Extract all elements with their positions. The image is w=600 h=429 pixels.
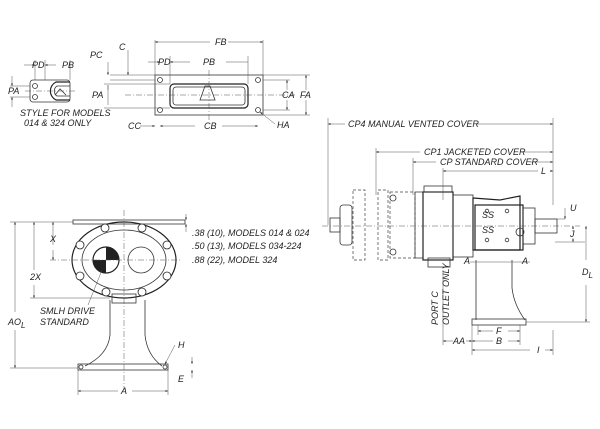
top-left-port-view: PD PB PA STYLE FOR MODELS 014 & 324 ONLY [8, 60, 111, 128]
h-label: H [178, 340, 185, 350]
ss-label-2: SS [482, 225, 494, 235]
cp4-label: CP4 MANUAL VENTED COVER [348, 119, 479, 129]
outlet-only-label: OUTLET ONLY [441, 262, 451, 325]
b-label: B [496, 336, 502, 346]
pb-label: PB [203, 57, 215, 67]
top-port-plate-view: C FB PC PD PB PA CA FA CC CB HA [90, 37, 311, 131]
style-note-line2: 014 & 324 ONLY [24, 118, 92, 128]
cb-label: CB [204, 121, 217, 131]
x-label: X [49, 234, 57, 244]
pa-label: PA [8, 86, 19, 96]
aa-label: AA [452, 336, 465, 346]
2x-label: 2X [29, 272, 42, 282]
e-label: E [178, 374, 185, 384]
section-a-left: A [463, 256, 470, 266]
pd-label: PD [158, 57, 171, 67]
u-label: U [570, 203, 577, 213]
d-label: DL [582, 267, 593, 280]
flange-note-2: .50 (13), MODELS 034-224 [192, 241, 302, 251]
pa-label: PA [92, 90, 103, 100]
pc-label: PC [90, 50, 103, 60]
a-label: A [120, 386, 127, 396]
flange-note-1: .38 (10), MODELS 014 & 024 [192, 228, 310, 238]
f-label: F [496, 326, 502, 336]
fa-label: FA [300, 90, 311, 100]
style-note-line1: STYLE FOR MODELS [20, 108, 111, 118]
ca-label: CA [282, 90, 295, 100]
pd-label: PD [32, 60, 45, 70]
front-view: X 2X AOL SMLH DRIVE STANDARD .38 (10), M… [7, 210, 310, 396]
port-c-label: PORT C [430, 291, 440, 325]
i-label: I [537, 345, 540, 355]
cc-label: CC [128, 121, 141, 131]
drive-label-line2: STANDARD [40, 317, 89, 327]
j-label: J [569, 229, 575, 239]
l-label: L [541, 166, 546, 176]
cp1-label: CP1 JACKETED COVER [424, 147, 526, 157]
ao-label: AOL [7, 317, 25, 330]
pb-label: PB [62, 60, 74, 70]
section-a-right: A [521, 256, 528, 266]
ha-label: HA [277, 120, 290, 130]
flange-note-3: .88 (22), MODEL 324 [192, 255, 277, 265]
drive-label-line1: SMLH DRIVE [40, 306, 96, 316]
fb-label: FB [215, 37, 227, 47]
ss-label-1: SS [482, 210, 494, 220]
c-label: C [119, 42, 126, 52]
cp-label: CP STANDARD COVER [440, 157, 539, 167]
side-view: CP4 MANUAL VENTED COVER CP1 JACKETED COV… [322, 118, 593, 355]
